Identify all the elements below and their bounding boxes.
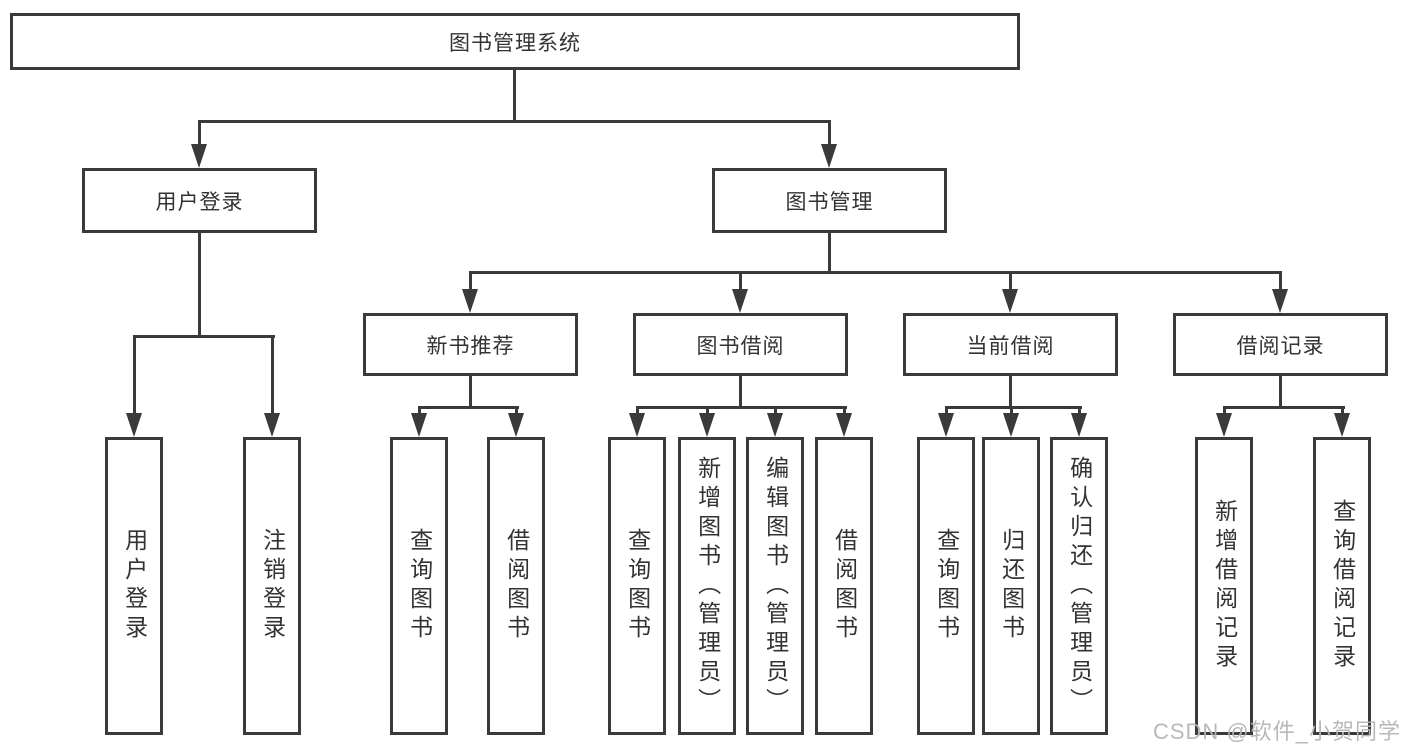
connector-line	[1078, 406, 1081, 416]
node-user-login: 用户登录	[82, 168, 317, 233]
connector-line	[469, 271, 1282, 274]
connector-line	[469, 272, 472, 291]
connector-line	[774, 406, 777, 416]
arrow-down-icon	[732, 289, 748, 313]
leaf-label: 编辑图书（管理员）	[762, 455, 789, 717]
leaf-edit-book-admin: 编辑图书（管理员）	[746, 437, 804, 735]
connector-line	[198, 120, 201, 146]
leaf-label: 归还图书	[998, 528, 1025, 644]
arrow-down-icon	[836, 413, 852, 437]
arrow-down-icon	[1003, 413, 1019, 437]
leaf-label: 查询图书	[406, 528, 433, 644]
arrow-down-icon	[1272, 289, 1288, 313]
leaf-query-book: 查询图书	[608, 437, 666, 735]
arrow-down-icon	[508, 413, 524, 437]
connector-line	[945, 406, 948, 416]
connector-line	[515, 406, 518, 416]
connector-line	[513, 70, 516, 123]
connector-line	[198, 120, 831, 123]
connector-line	[1279, 376, 1282, 409]
leaf-logout: 注销登录	[243, 437, 301, 735]
connector-line	[418, 406, 519, 409]
leaf-add-book-admin: 新增图书（管理员）	[678, 437, 736, 735]
connector-line	[1223, 406, 1226, 416]
connector-line	[133, 335, 275, 338]
arrow-down-icon	[1002, 289, 1018, 313]
arrow-down-icon	[938, 413, 954, 437]
csdn-watermark: CSDN @软件_小贺同学	[1152, 719, 1401, 744]
connector-line	[1223, 406, 1345, 409]
leaf-confirm-return-admin: 确认归还（管理员）	[1050, 437, 1108, 735]
connector-line	[636, 406, 847, 409]
node-library-management-system: 图书管理系统	[10, 13, 1020, 70]
node-borrow-record: 借阅记录	[1173, 313, 1388, 376]
connector-line	[418, 406, 421, 416]
node-new-book-recommend: 新书推荐	[363, 313, 578, 376]
connector-line	[828, 120, 831, 146]
connector-line	[945, 406, 1082, 409]
connector-line	[706, 406, 709, 416]
arrow-down-icon	[1334, 413, 1350, 437]
leaf-query-book: 查询图书	[390, 437, 448, 735]
leaf-user-login: 用户登录	[105, 437, 163, 735]
leaf-label: 确认归还（管理员）	[1066, 455, 1093, 717]
leaf-label: 查询图书	[933, 528, 960, 644]
connector-line	[843, 406, 846, 416]
arrow-down-icon	[699, 413, 715, 437]
arrow-down-icon	[629, 413, 645, 437]
connector-line	[1009, 272, 1012, 291]
connector-line	[1010, 406, 1013, 416]
arrow-down-icon	[821, 144, 837, 168]
arrow-down-icon	[411, 413, 427, 437]
leaf-label: 查询借阅记录	[1329, 499, 1356, 673]
arrow-down-icon	[462, 289, 478, 313]
leaf-label: 用户登录	[121, 528, 148, 644]
node-book-management: 图书管理	[712, 168, 947, 233]
leaf-label: 借阅图书	[831, 528, 858, 644]
connector-line	[739, 272, 742, 291]
leaf-borrow-book: 借阅图书	[815, 437, 873, 735]
connector-line	[133, 335, 136, 415]
connector-line	[271, 335, 274, 415]
leaf-borrow-book: 借阅图书	[487, 437, 545, 735]
leaf-label: 注销登录	[259, 528, 286, 644]
leaf-label: 借阅图书	[503, 528, 530, 644]
arrow-down-icon	[264, 413, 280, 437]
leaf-label: 新增借阅记录	[1211, 499, 1238, 673]
connector-line	[469, 376, 472, 409]
connector-line	[828, 233, 831, 274]
node-book-borrow: 图书借阅	[633, 313, 848, 376]
arrow-down-icon	[1216, 413, 1232, 437]
connector-line	[1341, 406, 1344, 416]
connector-line	[636, 406, 639, 416]
leaf-query-borrow-record: 查询借阅记录	[1313, 437, 1371, 735]
arrow-down-icon	[191, 144, 207, 168]
node-current-borrow: 当前借阅	[903, 313, 1118, 376]
arrow-down-icon	[126, 413, 142, 437]
arrow-down-icon	[1071, 413, 1087, 437]
leaf-label: 查询图书	[624, 528, 651, 644]
connector-line	[1009, 376, 1012, 409]
leaf-add-borrow-record: 新增借阅记录	[1195, 437, 1253, 735]
leaf-label: 新增图书（管理员）	[694, 455, 721, 717]
connector-line	[198, 233, 201, 338]
leaf-query-book: 查询图书	[917, 437, 975, 735]
connector-line	[739, 376, 742, 409]
arrow-down-icon	[767, 413, 783, 437]
leaf-return-book: 归还图书	[982, 437, 1040, 735]
connector-line	[1279, 272, 1282, 291]
